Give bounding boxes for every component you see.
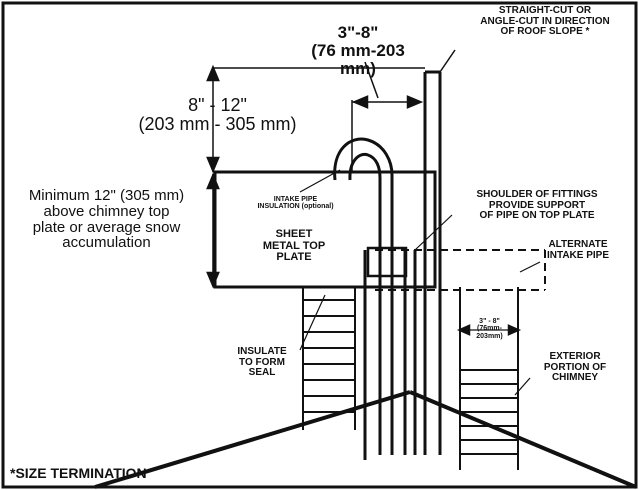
alternate-intake-pipe-lines [375,249,546,291]
left-chimney-bricks [302,287,356,430]
leader-shoulder [414,214,453,251]
label-minimum-height: Minimum 12" (305 mm) above chimney top p… [28,187,185,252]
intake-pipe-bend [333,137,394,455]
label-sheet-metal-plate: SHEET METAL TOP PLATE [262,228,326,264]
dim-8-12-arrow-up [206,64,220,82]
leader-straight-cut [439,49,456,73]
roof-slope-line [94,390,411,489]
label-intake-insulation: INTAKE PIPE INSULATION (optional) [257,196,334,211]
label-shoulder-fittings: SHOULDER OF FITTINGS PROVIDE SUPPORT OF … [476,189,598,221]
leader-exterior [514,377,531,396]
dim-min12-arrow-up [206,172,220,190]
label-footnote: *SIZE TERMINATION [10,465,147,481]
dim-3-8-arrow-right [406,95,424,109]
leader-alternate [519,261,541,273]
label-inner-gap: 3" - 8" (76mm- 203mm) [476,318,503,340]
label-exterior-chimney: EXTERIOR PORTION OF CHIMNEY [543,351,607,383]
label-height-range: 8" - 12" (203 mm - 305 mm) [138,95,297,134]
dim-inner-gap-arrow-right [507,324,522,336]
dim-inner-gap-arrow-left [456,324,471,336]
roof-slope-line-right [409,390,637,489]
dim-8-12-arrow-down [206,156,220,174]
label-straight-cut: STRAIGHT-CUT OR ANGLE-CUT IN DIRECTION O… [480,5,610,37]
label-top-gap: 3"-8" (76 mm-203 mm) [311,23,405,78]
label-insulate-seal: INSULATE TO FORM SEAL [237,346,287,378]
right-chimney-bricks [459,287,519,470]
dim-min12-arrow-down [206,271,220,289]
leader-3-8 [364,61,379,99]
label-alternate-intake: ALTERNATE INTAKE PIPE [546,239,610,261]
shoulder-fitting [366,246,408,278]
leader-insulate-seal [299,294,326,351]
dim-3-8-arrow-left [351,95,369,109]
sheet-metal-plate-box [213,170,437,289]
leader-insulation [299,169,341,193]
